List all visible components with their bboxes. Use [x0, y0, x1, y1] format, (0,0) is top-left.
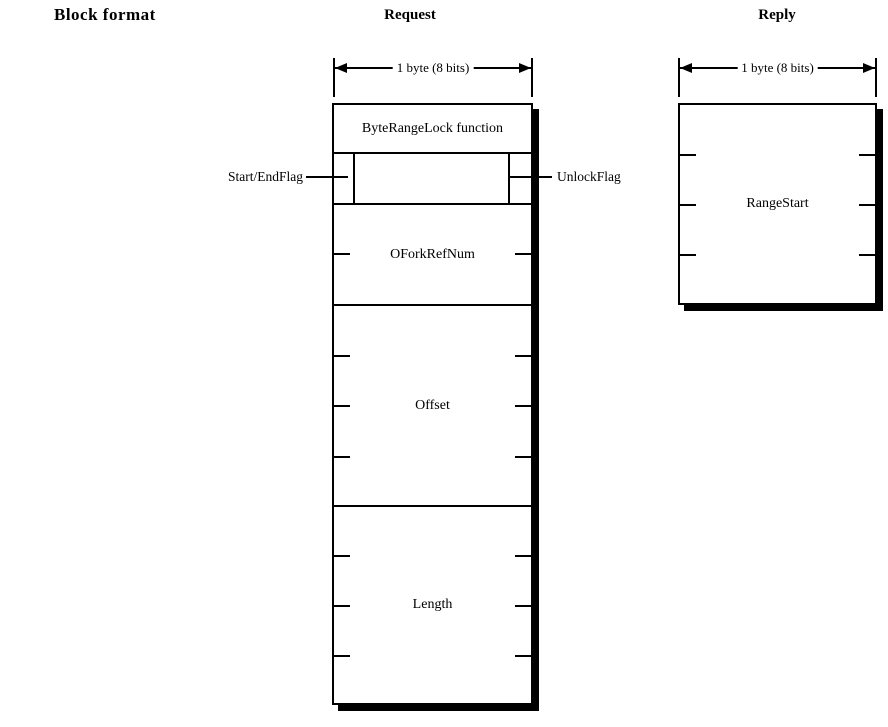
byte-boundary-tick: [680, 154, 696, 156]
byte-boundary-tick: [334, 605, 350, 607]
request-block: ByteRangeLock function OForkRefNum Offse…: [332, 103, 533, 705]
field-label: RangeStart: [746, 196, 809, 211]
dimension-end-bar: [333, 58, 335, 97]
byte-boundary-tick: [859, 254, 875, 256]
byte-boundary-tick: [515, 555, 531, 557]
dimension-end-bar: [531, 58, 533, 97]
byte-boundary-tick: [859, 204, 875, 206]
byte-boundary-tick: [680, 204, 696, 206]
field-length: Length: [334, 507, 531, 703]
byte-boundary-tick: [515, 605, 531, 607]
request-byte-width-dimension: 1 byte (8 bits): [333, 58, 533, 97]
field-oforkrefnum: OForkRefNum: [334, 205, 531, 306]
byte-boundary-tick: [334, 655, 350, 657]
byte-width-label: 1 byte (8 bits): [737, 60, 818, 76]
section-title: Block format: [54, 5, 156, 24]
field-label: Offset: [415, 397, 450, 413]
field-label: OForkRefNum: [390, 246, 475, 262]
byte-boundary-tick: [515, 456, 531, 458]
field-offset: Offset: [334, 306, 531, 507]
startendflag-label: Start/EndFlag: [228, 169, 303, 184]
byte-width-label: 1 byte (8 bits): [392, 60, 474, 76]
byte-boundary-tick: [515, 253, 531, 255]
arrowhead-left-icon: [680, 63, 692, 73]
byte-boundary-tick: [515, 355, 531, 357]
field-byterangelock-function: ByteRangeLock function: [334, 105, 531, 154]
arrowhead-left-icon: [335, 63, 347, 73]
field-label: ByteRangeLock function: [361, 120, 504, 136]
reply-block: RangeStart: [678, 103, 877, 305]
request-column-title: Request: [384, 7, 436, 23]
flag-bit-divider: [508, 154, 510, 203]
dimension-end-bar: [678, 58, 680, 97]
byte-boundary-tick: [515, 655, 531, 657]
byte-boundary-tick: [334, 555, 350, 557]
byte-boundary-tick: [515, 405, 531, 407]
byte-boundary-tick: [859, 154, 875, 156]
reply-byte-width-dimension: 1 byte (8 bits): [678, 58, 877, 97]
flag-bit-divider: [353, 154, 355, 203]
field-rangestart: RangeStart: [680, 105, 875, 303]
field-label: Length: [412, 597, 453, 612]
byte-boundary-tick: [680, 254, 696, 256]
unlockflag-leader-line: [508, 176, 552, 178]
byte-boundary-tick: [334, 253, 350, 255]
unlockflag-label: UnlockFlag: [557, 169, 621, 184]
arrowhead-right-icon: [519, 63, 531, 73]
byte-boundary-tick: [334, 405, 350, 407]
dimension-end-bar: [875, 58, 877, 97]
reply-column-title: Reply: [758, 7, 796, 23]
byte-boundary-tick: [334, 355, 350, 357]
byte-boundary-tick: [334, 456, 350, 458]
field-flag-byte: [334, 154, 531, 205]
arrowhead-right-icon: [863, 63, 875, 73]
startendflag-leader-line: [306, 176, 348, 178]
